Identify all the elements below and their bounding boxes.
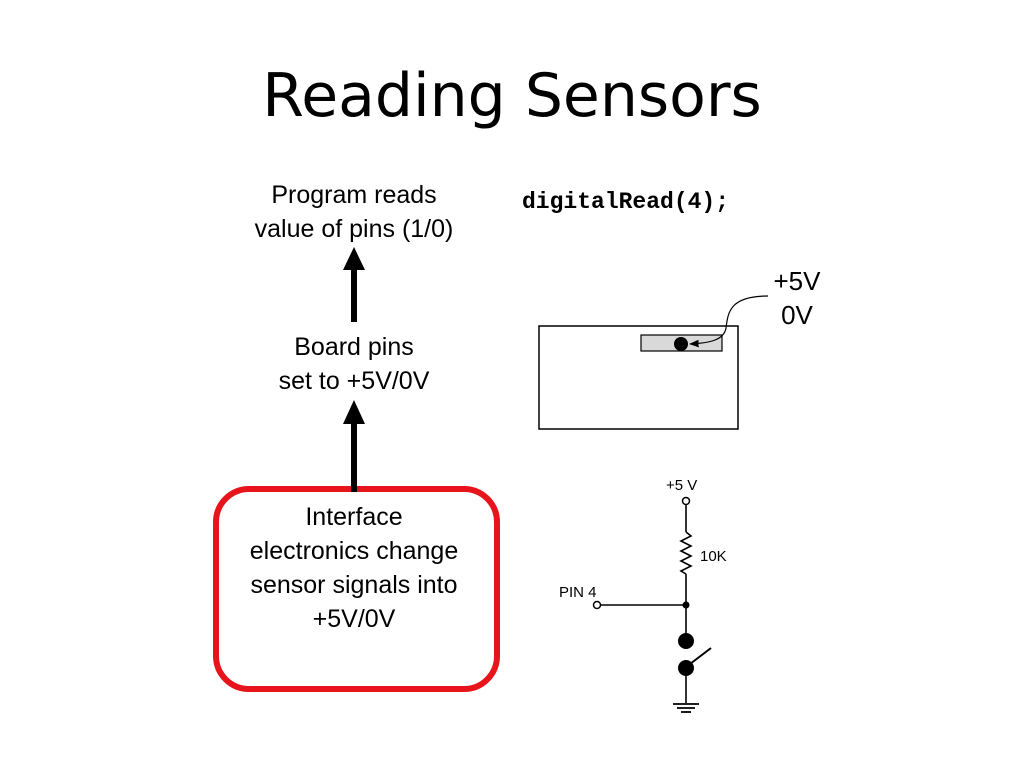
program-reads-label: Program reads value of pins (1/0) — [224, 178, 484, 246]
slide-title: Reading Sensors — [262, 61, 762, 131]
board-low-voltage-label: 0V — [781, 300, 813, 330]
up-arrow-icon — [343, 247, 365, 322]
sensor-circuit — [592, 496, 712, 713]
resistor-value-label: 10K — [700, 548, 727, 565]
board-outline — [538, 325, 739, 430]
up-arrow-icon — [343, 400, 365, 492]
program-reads-line-1: Program reads — [271, 181, 437, 209]
supply-voltage-label: +5 V — [666, 477, 698, 494]
digital-read-code: digitalRead(4); — [522, 189, 730, 215]
ground-icon — [673, 703, 699, 713]
pin-4-terminal — [592, 600, 602, 610]
board-pins-label: Board pins set to +5V/0V — [224, 330, 484, 398]
supply-terminal — [681, 496, 691, 506]
resistor-icon — [679, 531, 693, 575]
interface-line-2: electronics change — [249, 537, 459, 565]
board-pins-line-1: Board pins — [294, 333, 414, 361]
pin-dot — [674, 337, 688, 351]
board-pins-line-2: set to +5V/0V — [278, 367, 430, 395]
interface-electronics-label: Interface electronics change sensor sign… — [214, 500, 494, 636]
switch-icon — [678, 633, 712, 676]
pin-4-label: PIN 4 — [559, 584, 597, 601]
voltage-pointer-arrow — [689, 295, 769, 348]
interface-line-1: Interface — [305, 503, 403, 531]
program-reads-line-2: value of pins (1/0) — [254, 215, 454, 243]
interface-line-3: sensor signals into — [250, 571, 458, 599]
board-high-voltage-label: +5V — [773, 266, 821, 296]
interface-line-4: +5V/0V — [312, 605, 396, 633]
